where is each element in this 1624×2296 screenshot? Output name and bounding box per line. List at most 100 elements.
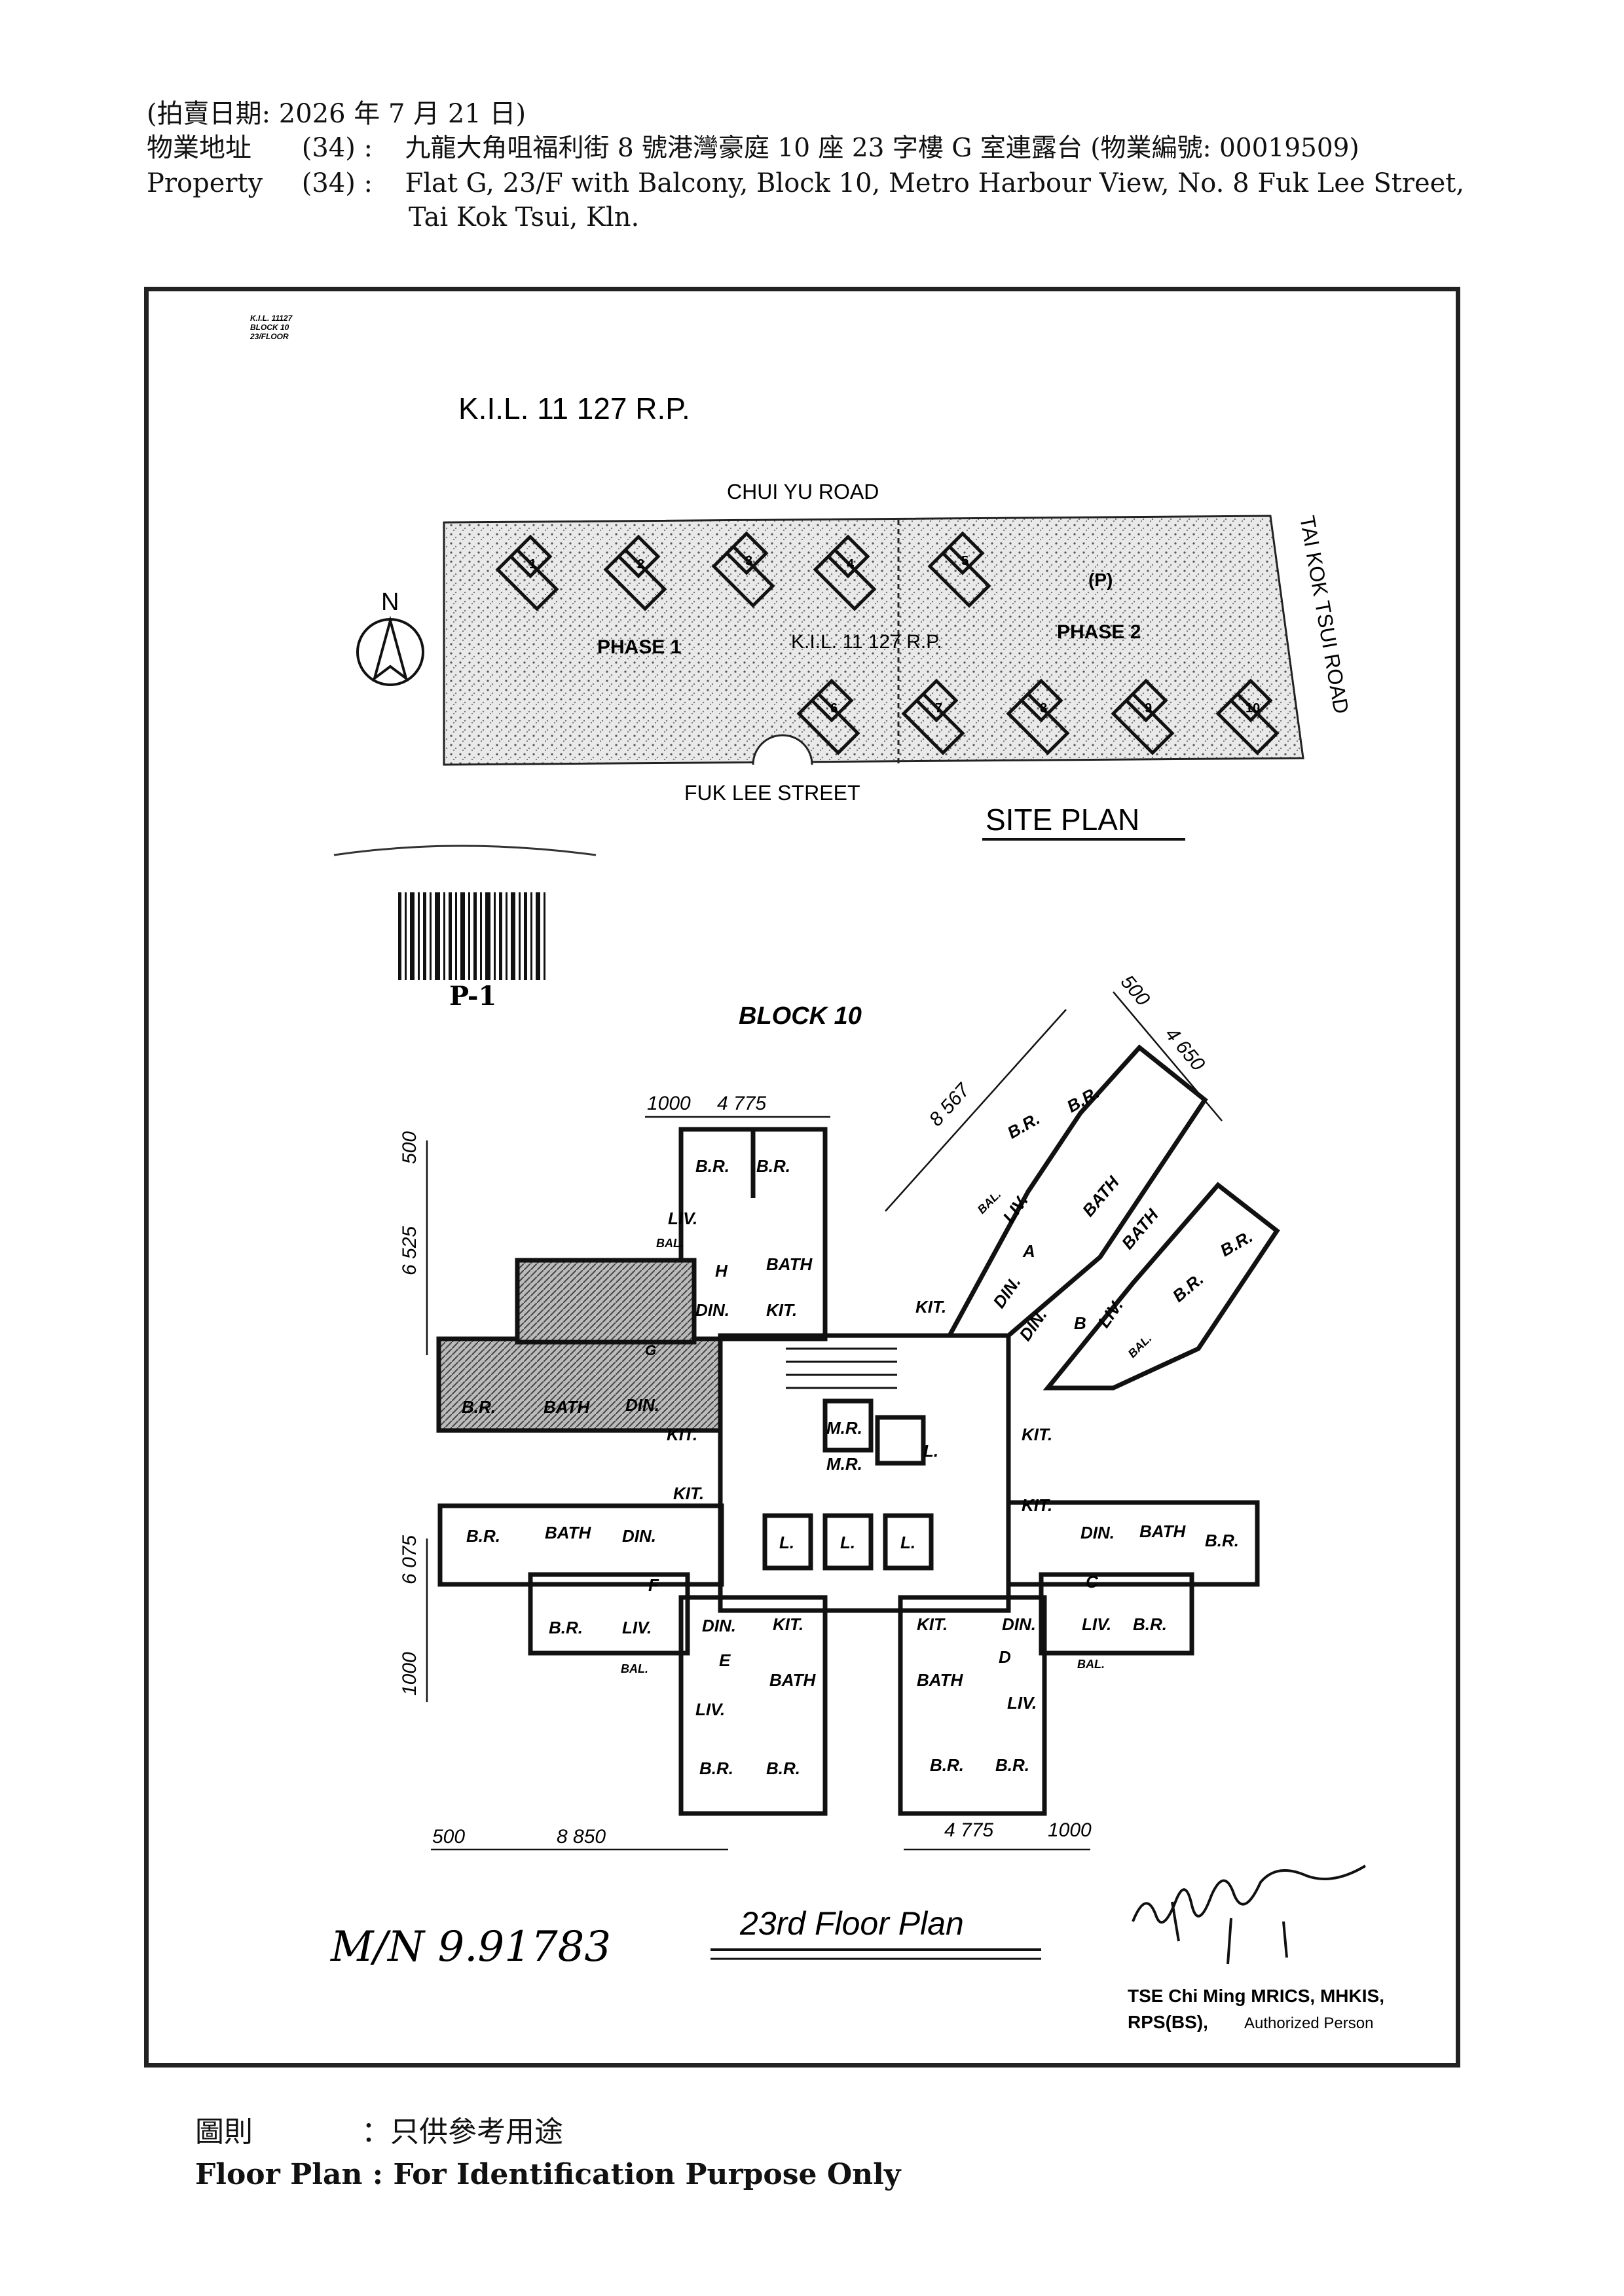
- north-arrow-icon: [356, 615, 424, 686]
- flat-b-label: B: [1074, 1313, 1086, 1333]
- dim-bottom-8850: 8 850: [557, 1826, 606, 1848]
- address-label-en: Property: [147, 168, 263, 198]
- room-h-kit: KIT.: [766, 1300, 797, 1320]
- room-core-l-1: L.: [923, 1441, 938, 1461]
- room-h-liv: LIV.: [668, 1209, 697, 1228]
- dim-diag-500: 500: [1116, 971, 1154, 1010]
- room-d-kit: KIT.: [917, 1614, 948, 1634]
- block-number-7: 7: [935, 701, 942, 716]
- block-number-9: 9: [1145, 701, 1152, 716]
- room-h-bath: BATH: [766, 1254, 813, 1274]
- signatory-role: Authorized Person: [1244, 2014, 1373, 2032]
- site-lot-label: K.I.L. 11 127 R.P.: [791, 631, 942, 653]
- room-g-kit: KIT.: [667, 1425, 697, 1444]
- room-e-br-2: B.R.: [766, 1758, 800, 1778]
- room-a-din: DIN.: [989, 1273, 1024, 1312]
- room-core-l-3: L.: [840, 1533, 855, 1552]
- dim-diag-8567: 8 567: [925, 1079, 975, 1131]
- dim-left-6525: 6 525: [399, 1226, 420, 1275]
- room-f-br-1: B.R.: [466, 1526, 500, 1546]
- block-number-4: 4: [847, 557, 855, 572]
- room-g-br: B.R.: [462, 1397, 496, 1417]
- block-number-6: 6: [830, 701, 838, 716]
- phase-1-label: PHASE 1: [597, 636, 681, 658]
- block-title: BLOCK 10: [739, 1002, 862, 1030]
- address-zh: 九龍大角咀福利街 8 號港灣豪庭 10 座 23 字樓 G 室連露台 (物業編號…: [405, 134, 1359, 163]
- room-a-kit: KIT.: [915, 1297, 946, 1317]
- footer-en-text: Floor Plan : For Identification Purpose …: [195, 2158, 901, 2191]
- flat-c-label: C: [1086, 1572, 1099, 1592]
- room-e-bath: BATH: [769, 1670, 817, 1690]
- dim-top-4775: 4 775: [717, 1093, 766, 1114]
- room-c-liv: LIV.: [1082, 1614, 1111, 1634]
- address-number: (34) :: [301, 133, 373, 163]
- lot-title: K.I.L. 11 127 R.P.: [458, 392, 690, 426]
- room-b-bal: BAL.: [1126, 1332, 1154, 1360]
- room-b-br-2: B.R.: [1217, 1226, 1256, 1260]
- address-label-zh: 物業地址: [147, 133, 251, 163]
- site-parcel: [443, 515, 1304, 766]
- room-core-l-4: L.: [900, 1533, 915, 1552]
- dim-bottom-500: 500: [432, 1826, 465, 1848]
- room-core-mr-1: M.R.: [826, 1418, 862, 1438]
- room-c-bath: BATH: [1139, 1522, 1187, 1541]
- room-g-din: DIN.: [625, 1395, 659, 1415]
- room-h-bal: BAL.: [656, 1237, 684, 1250]
- dim-left-500: 500: [399, 1131, 420, 1164]
- room-f-din: DIN.: [622, 1526, 656, 1546]
- footer-zh-label: 圖則: [195, 2115, 253, 2149]
- room-e-br-1: B.R.: [699, 1758, 733, 1778]
- dim-top-1000: 1000: [647, 1093, 691, 1114]
- room-a-bal: BAL.: [975, 1188, 1004, 1216]
- floor-plan-title: 23rd Floor Plan: [739, 1905, 964, 1942]
- room-f-bal: BAL.: [621, 1662, 648, 1675]
- room-f-br-2: B.R.: [549, 1618, 583, 1637]
- room-e-kit: KIT.: [773, 1614, 803, 1634]
- block-number-2: 2: [637, 557, 644, 572]
- address-zh-row: 物業地址 (34) : 九龍大角咀福利街 8 號港灣豪庭 10 座 23 字樓 …: [147, 132, 1359, 164]
- room-h-br-2: B.R.: [756, 1156, 790, 1176]
- room-a-br-1: B.R.: [1004, 1108, 1043, 1142]
- room-f-bath: BATH: [545, 1523, 592, 1542]
- road-chui-yu: CHUI YU ROAD: [727, 480, 879, 503]
- flat-f-label: F: [648, 1575, 659, 1595]
- room-h-din: DIN.: [695, 1300, 729, 1320]
- block-number-1: 1: [529, 557, 536, 572]
- room-core-l-2: L.: [779, 1533, 794, 1552]
- room-f-liv: LIV.: [622, 1618, 652, 1637]
- room-c-br-1: B.R.: [1205, 1531, 1239, 1550]
- room-d-br-1: B.R.: [930, 1755, 964, 1775]
- room-e-din: DIN.: [702, 1616, 736, 1635]
- north-letter: N: [381, 589, 399, 616]
- room-h-br-1: B.R.: [695, 1156, 729, 1176]
- dim-bottom-1000: 1000: [1048, 1819, 1092, 1841]
- flat-a-label: A: [1022, 1241, 1035, 1261]
- flat-d-label: D: [999, 1647, 1011, 1667]
- room-c-kit-2: KIT.: [1022, 1495, 1052, 1515]
- room-d-bath: BATH: [917, 1670, 964, 1690]
- signatory-name: TSE Chi Ming MRICS, MHKIS,: [1128, 1986, 1384, 2006]
- room-b-br-1: B.R.: [1169, 1269, 1208, 1305]
- room-c-bal: BAL.: [1077, 1658, 1105, 1671]
- corner-note-line3: 23/FLOOR: [249, 332, 289, 341]
- footer-zh-row: 圖則 ：只供參考用途: [195, 2108, 563, 2150]
- road-tai-kok-tsui: TAI KOK TSUI ROAD: [1295, 514, 1354, 716]
- footer-zh-text: ：只供參考用途: [361, 2115, 563, 2149]
- dim-left-6075: 6 075: [399, 1535, 420, 1584]
- handwritten-reference: M/N 9.91783: [330, 1923, 611, 1971]
- room-d-br-2: B.R.: [995, 1755, 1029, 1775]
- address-en-line1: Flat G, 23/F with Balcony, Block 10, Met…: [405, 168, 1465, 198]
- block-number-5: 5: [961, 554, 969, 568]
- room-d-liv: LIV.: [1007, 1693, 1037, 1713]
- barcode-label: P-1: [449, 981, 496, 1011]
- address-en-line2: Tai Kok Tsui, Kln.: [409, 202, 640, 232]
- block-number-10: 10: [1246, 701, 1260, 716]
- auction-date: (拍賣日期: 2026 年 7 月 21 日): [147, 99, 526, 129]
- corner-note-line2: BLOCK 10: [250, 323, 289, 332]
- block-number-3: 3: [745, 554, 752, 568]
- floor-plan-walls: [436, 1044, 1280, 1816]
- room-c-kit-1: KIT.: [1022, 1425, 1052, 1444]
- room-b-din: DIN.: [1015, 1305, 1050, 1345]
- site-plan-title: SITE PLAN: [986, 803, 1139, 837]
